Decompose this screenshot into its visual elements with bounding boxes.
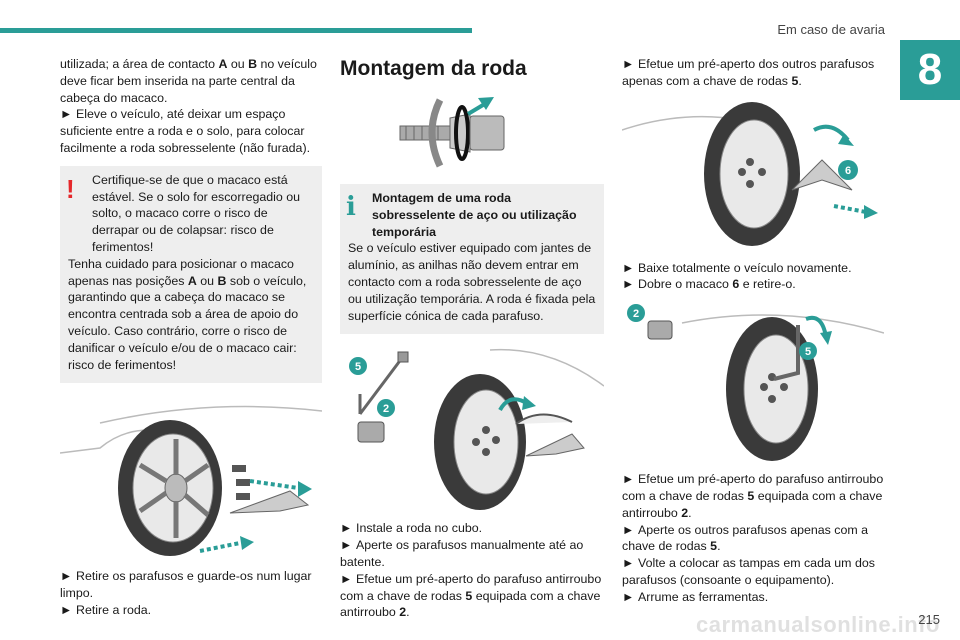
page-number: 215 — [918, 612, 940, 627]
section-heading: Montagem da roda — [340, 57, 527, 80]
step-install: ►Instale a roda no cubo. — [340, 521, 483, 536]
bullet-arrow-icon: ► — [340, 571, 353, 586]
step-caps: ►Volte a colocar as tampas em cada um do… — [622, 556, 875, 587]
info-box: i Montagem de uma roda sobresselente de … — [340, 184, 604, 335]
wheel-removal-illustration — [60, 406, 322, 557]
warning-icon: ! — [66, 173, 75, 204]
bullet-arrow-icon: ► — [60, 569, 73, 584]
label-antitheft-2: 2 — [633, 308, 639, 320]
bullet-arrow-icon: ► — [622, 57, 635, 71]
warning-box: ! Certifique-se de que o macaco está est… — [60, 165, 322, 384]
column-right: ►Efetue um pré-aperto dos outros parafus… — [622, 56, 884, 606]
step-lower: ►Baixe totalmente o veículo novamente. — [622, 260, 852, 275]
warning-text-2: Tenha cuidado para posicionar o macaco a… — [68, 256, 307, 372]
watermark: carmanualsonline.info — [696, 612, 940, 637]
bullet-arrow-icon: ► — [622, 277, 635, 292]
bullet-arrow-icon: ► — [340, 521, 353, 536]
step-final-others: ►Aperte os outros parafusos apenas com a… — [622, 522, 869, 554]
intro-paragraph: utilizada; a área de contacto A ou B no … — [60, 57, 317, 105]
info-icon: i — [346, 192, 356, 222]
info-body: Se o veículo estiver equipado com jantes… — [348, 241, 596, 323]
step-tools: ►Arrume as ferramentas. — [622, 589, 769, 604]
header-accent-bar — [0, 28, 472, 33]
step-remove-wheel: ►Retire a roda. — [60, 602, 152, 617]
step-tighten-hand: ►Aperte os parafusos manualmente até ao … — [340, 538, 584, 569]
chapter-badge: 8 — [900, 40, 960, 100]
step-final-antitheft: ►Efetue um pré-aperto do parafuso antirr… — [622, 472, 884, 520]
label-antitheft: 2 — [383, 403, 389, 415]
bullet-arrow-icon: ► — [622, 589, 635, 604]
step-raise: ►Eleve o veículo, até deixar um espaço s… — [60, 107, 311, 155]
bullet-arrow-icon: ► — [622, 260, 635, 275]
label-wrench-2: 5 — [805, 346, 811, 358]
column-middle: Montagem da roda i Montagem de uma roda … — [340, 56, 604, 621]
bullet-arrow-icon: ► — [622, 522, 635, 537]
step-pre-others: ►Efetue um pré-aperto dos outros parafus… — [622, 57, 875, 88]
bullet-arrow-icon: ► — [60, 602, 73, 617]
step-fold-jack: ►Dobre o macaco 6 e retire-o. — [622, 277, 796, 292]
final-tightening-illustration: 2 5 — [627, 304, 884, 462]
warning-text-1: Certifique-se de que o macaco está estáv… — [92, 172, 301, 254]
label-wrench: 5 — [355, 361, 361, 373]
column-left: utilizada; a área de contacto A ou B no … — [60, 56, 322, 619]
bolt-washer-illustration — [399, 97, 505, 168]
wheel-mounting-illustration: 5 2 — [349, 349, 604, 511]
bullet-arrow-icon: ► — [622, 472, 635, 487]
jack-lowering-illustration: 6 — [622, 101, 878, 246]
step-remove-bolts: ►Retire os parafusos e guarde-os num lug… — [60, 569, 312, 601]
bullet-arrow-icon: ► — [622, 556, 635, 571]
label-jack: 6 — [845, 165, 851, 177]
section-title: Em caso de avaria — [777, 22, 885, 37]
info-title: Montagem de uma roda sobresselente de aç… — [372, 191, 577, 239]
bullet-arrow-icon: ► — [60, 107, 73, 122]
bullet-arrow-icon: ► — [340, 538, 353, 553]
step-pre-antitheft: ►Efetue um pré-aperto do parafuso antirr… — [340, 571, 602, 620]
